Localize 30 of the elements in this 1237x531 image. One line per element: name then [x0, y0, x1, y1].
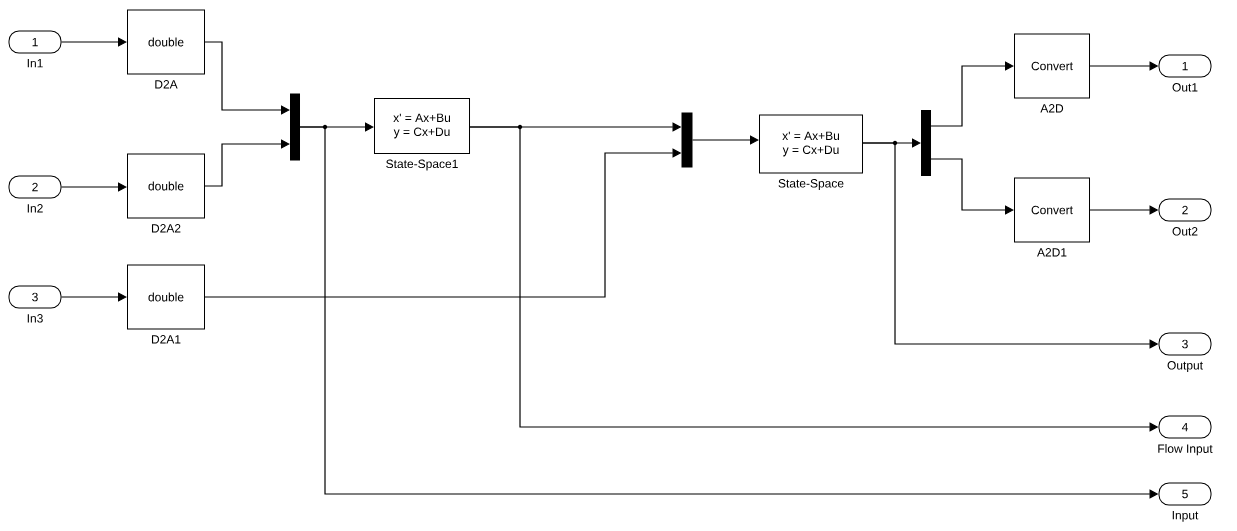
signal-arrow [60, 37, 127, 47]
signal-arrow [60, 182, 127, 192]
signal-arrow [60, 292, 127, 302]
block-label: A2D [1040, 104, 1064, 113]
block-label: A2D1 [1037, 248, 1067, 257]
signal-arrow [930, 158, 1014, 215]
signal-arrow [930, 61, 1014, 127]
block-label: D2A1 [152, 335, 181, 344]
block-label: Output [1167, 361, 1203, 372]
block-box: Convert [1014, 33, 1090, 99]
block-box: x' = Ax+Bu y = Cx+Du [374, 98, 470, 154]
signal-arrow [204, 139, 290, 187]
block-label: State-Space [778, 179, 844, 190]
block-label: In3 [27, 314, 43, 323]
block-label: In1 [27, 59, 43, 68]
block-box: double [127, 9, 205, 75]
block-label: Input [1172, 511, 1199, 522]
signal-arrow [204, 41, 290, 115]
block-box: Convert [1014, 177, 1090, 243]
block-label: D2A2 [152, 224, 181, 233]
block-box: x' = Ax+Bu y = Cx+Du [759, 114, 863, 174]
block-box: double [127, 264, 205, 330]
block-label: In2 [27, 204, 43, 213]
block-label: State-Space1 [386, 159, 458, 171]
block-label: Flow Input [1158, 444, 1213, 456]
block-label: Out2 [1172, 227, 1198, 236]
block-label: D2A [155, 80, 178, 89]
block-box: double [127, 153, 205, 219]
signal-arrow [691, 135, 759, 145]
block-label: Out1 [1172, 83, 1198, 92]
